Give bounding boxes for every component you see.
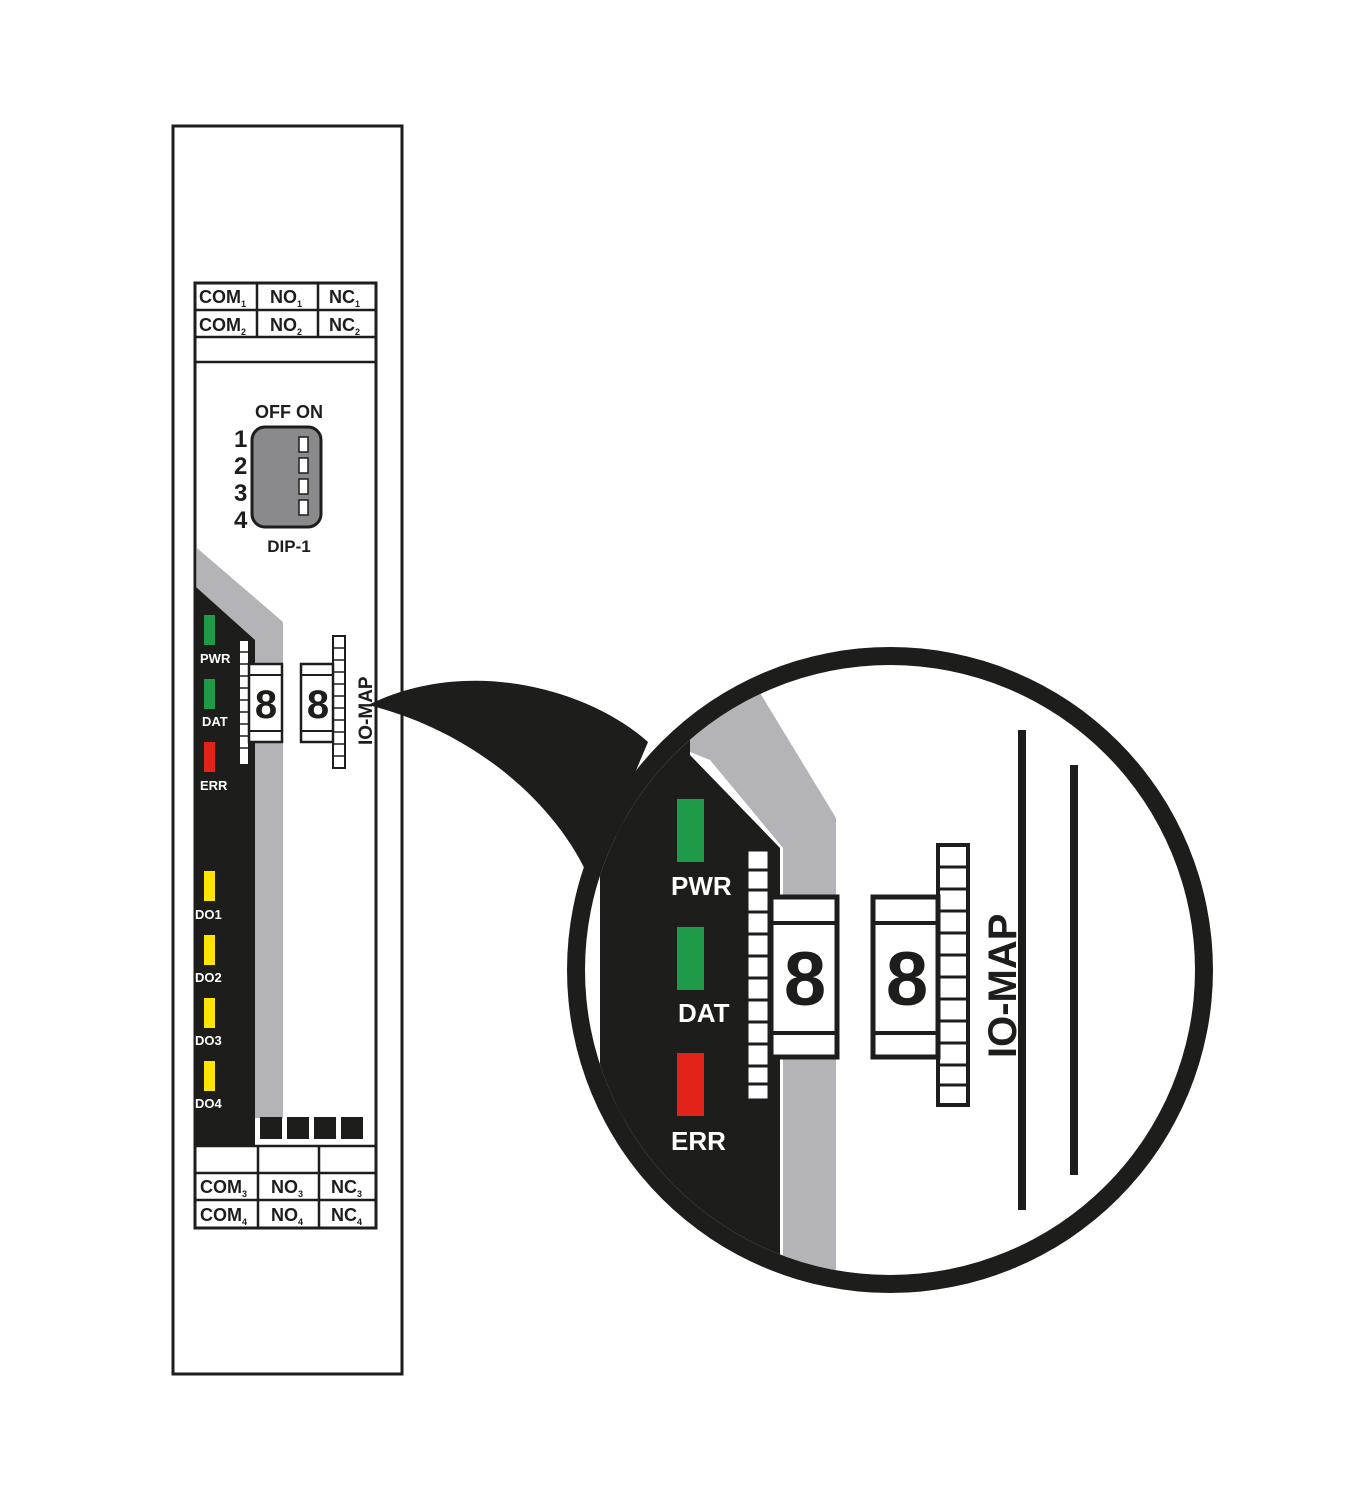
zoom-err-label: ERR bbox=[671, 1126, 726, 1156]
connector-pin-4 bbox=[341, 1117, 363, 1139]
err-led-label: ERR bbox=[200, 778, 228, 793]
dip-number-2: 2 bbox=[234, 453, 247, 480]
terminal-nc2-label: NC2 bbox=[329, 315, 360, 337]
status-leds: PWR DAT ERR bbox=[200, 615, 231, 793]
pwr-led-label: PWR bbox=[200, 651, 231, 666]
rotary-switch-right[interactable]: 8 bbox=[299, 635, 346, 769]
dip-lever-1 bbox=[298, 436, 309, 453]
do2-led-label: DO2 bbox=[195, 970, 222, 985]
dip-switch-header: OFF ON bbox=[255, 402, 323, 422]
zoom-pwr-label: PWR bbox=[671, 871, 732, 901]
top-terminal-block: COM1 NO1 NC1 COM2 NO2 NC2 bbox=[195, 283, 376, 364]
dip-number-3: 3 bbox=[234, 480, 247, 507]
dip-switch-body bbox=[250, 425, 323, 529]
rotary-switch-left[interactable]: 8 bbox=[238, 639, 284, 766]
err-led bbox=[204, 742, 215, 772]
zoom-pwr-led bbox=[677, 799, 704, 862]
dat-led-label: DAT bbox=[202, 714, 228, 729]
do2-led bbox=[204, 935, 215, 965]
bottom-terminal-block: COM3 NO3 NC3 COM4 NO4 NC4 bbox=[195, 1144, 376, 1228]
rotary-right-digit: 8 bbox=[307, 683, 329, 727]
zoom-io-map-label: IO-MAP bbox=[981, 914, 1025, 1058]
dip-switch: OFF ON 1 2 3 4 DIP-1 bbox=[234, 402, 323, 556]
zoom-left-digit: 8 bbox=[784, 937, 826, 1022]
connector-pin-2 bbox=[287, 1117, 309, 1139]
dip-number-4: 4 bbox=[234, 507, 248, 534]
dip-lever-3 bbox=[298, 478, 309, 495]
terminal-nc3-label: NC3 bbox=[331, 1177, 362, 1199]
zoom-err-led bbox=[677, 1053, 704, 1116]
connector-pin-1 bbox=[260, 1117, 282, 1139]
connector-pin-3 bbox=[314, 1117, 336, 1139]
output-leds: DO1 DO2 DO3 DO4 bbox=[195, 871, 223, 1111]
terminal-com2-label: COM2 bbox=[199, 315, 246, 337]
zoom-rotary-switch-left: 8 bbox=[745, 848, 840, 1102]
terminal-no1-label: NO1 bbox=[270, 287, 302, 309]
terminal-com3-label: COM3 bbox=[200, 1177, 247, 1199]
terminal-com1-label: COM1 bbox=[199, 287, 246, 309]
zoom-right-digit: 8 bbox=[886, 937, 928, 1022]
dip-lever-2 bbox=[298, 457, 309, 474]
dip-switch-label: DIP-1 bbox=[267, 537, 310, 556]
zoom-rotary-switch-right: 8 bbox=[870, 843, 970, 1107]
terminal-no2-label: NO2 bbox=[270, 315, 302, 337]
do1-led bbox=[204, 871, 215, 901]
dat-led bbox=[204, 679, 215, 709]
dip-number-1: 1 bbox=[234, 426, 247, 453]
terminal-com4-label: COM4 bbox=[200, 1205, 247, 1227]
rotary-left-digit: 8 bbox=[255, 683, 277, 727]
dip-lever-4 bbox=[298, 499, 309, 516]
terminal-nc4-label: NC4 bbox=[331, 1205, 362, 1227]
do3-led-label: DO3 bbox=[195, 1033, 222, 1048]
do3-led bbox=[204, 998, 215, 1028]
terminal-nc1-label: NC1 bbox=[329, 287, 360, 309]
do4-led-label: DO4 bbox=[195, 1096, 223, 1111]
io-map-label: IO-MAP bbox=[356, 676, 377, 745]
pwr-led bbox=[204, 615, 215, 645]
zoom-dat-label: DAT bbox=[678, 998, 730, 1028]
do1-led-label: DO1 bbox=[195, 907, 222, 922]
terminal-no4-label: NO4 bbox=[271, 1205, 303, 1227]
do4-led bbox=[204, 1061, 215, 1091]
callout-pointer bbox=[368, 680, 648, 880]
zoom-dat-led bbox=[677, 927, 704, 990]
terminal-no3-label: NO3 bbox=[271, 1177, 303, 1199]
